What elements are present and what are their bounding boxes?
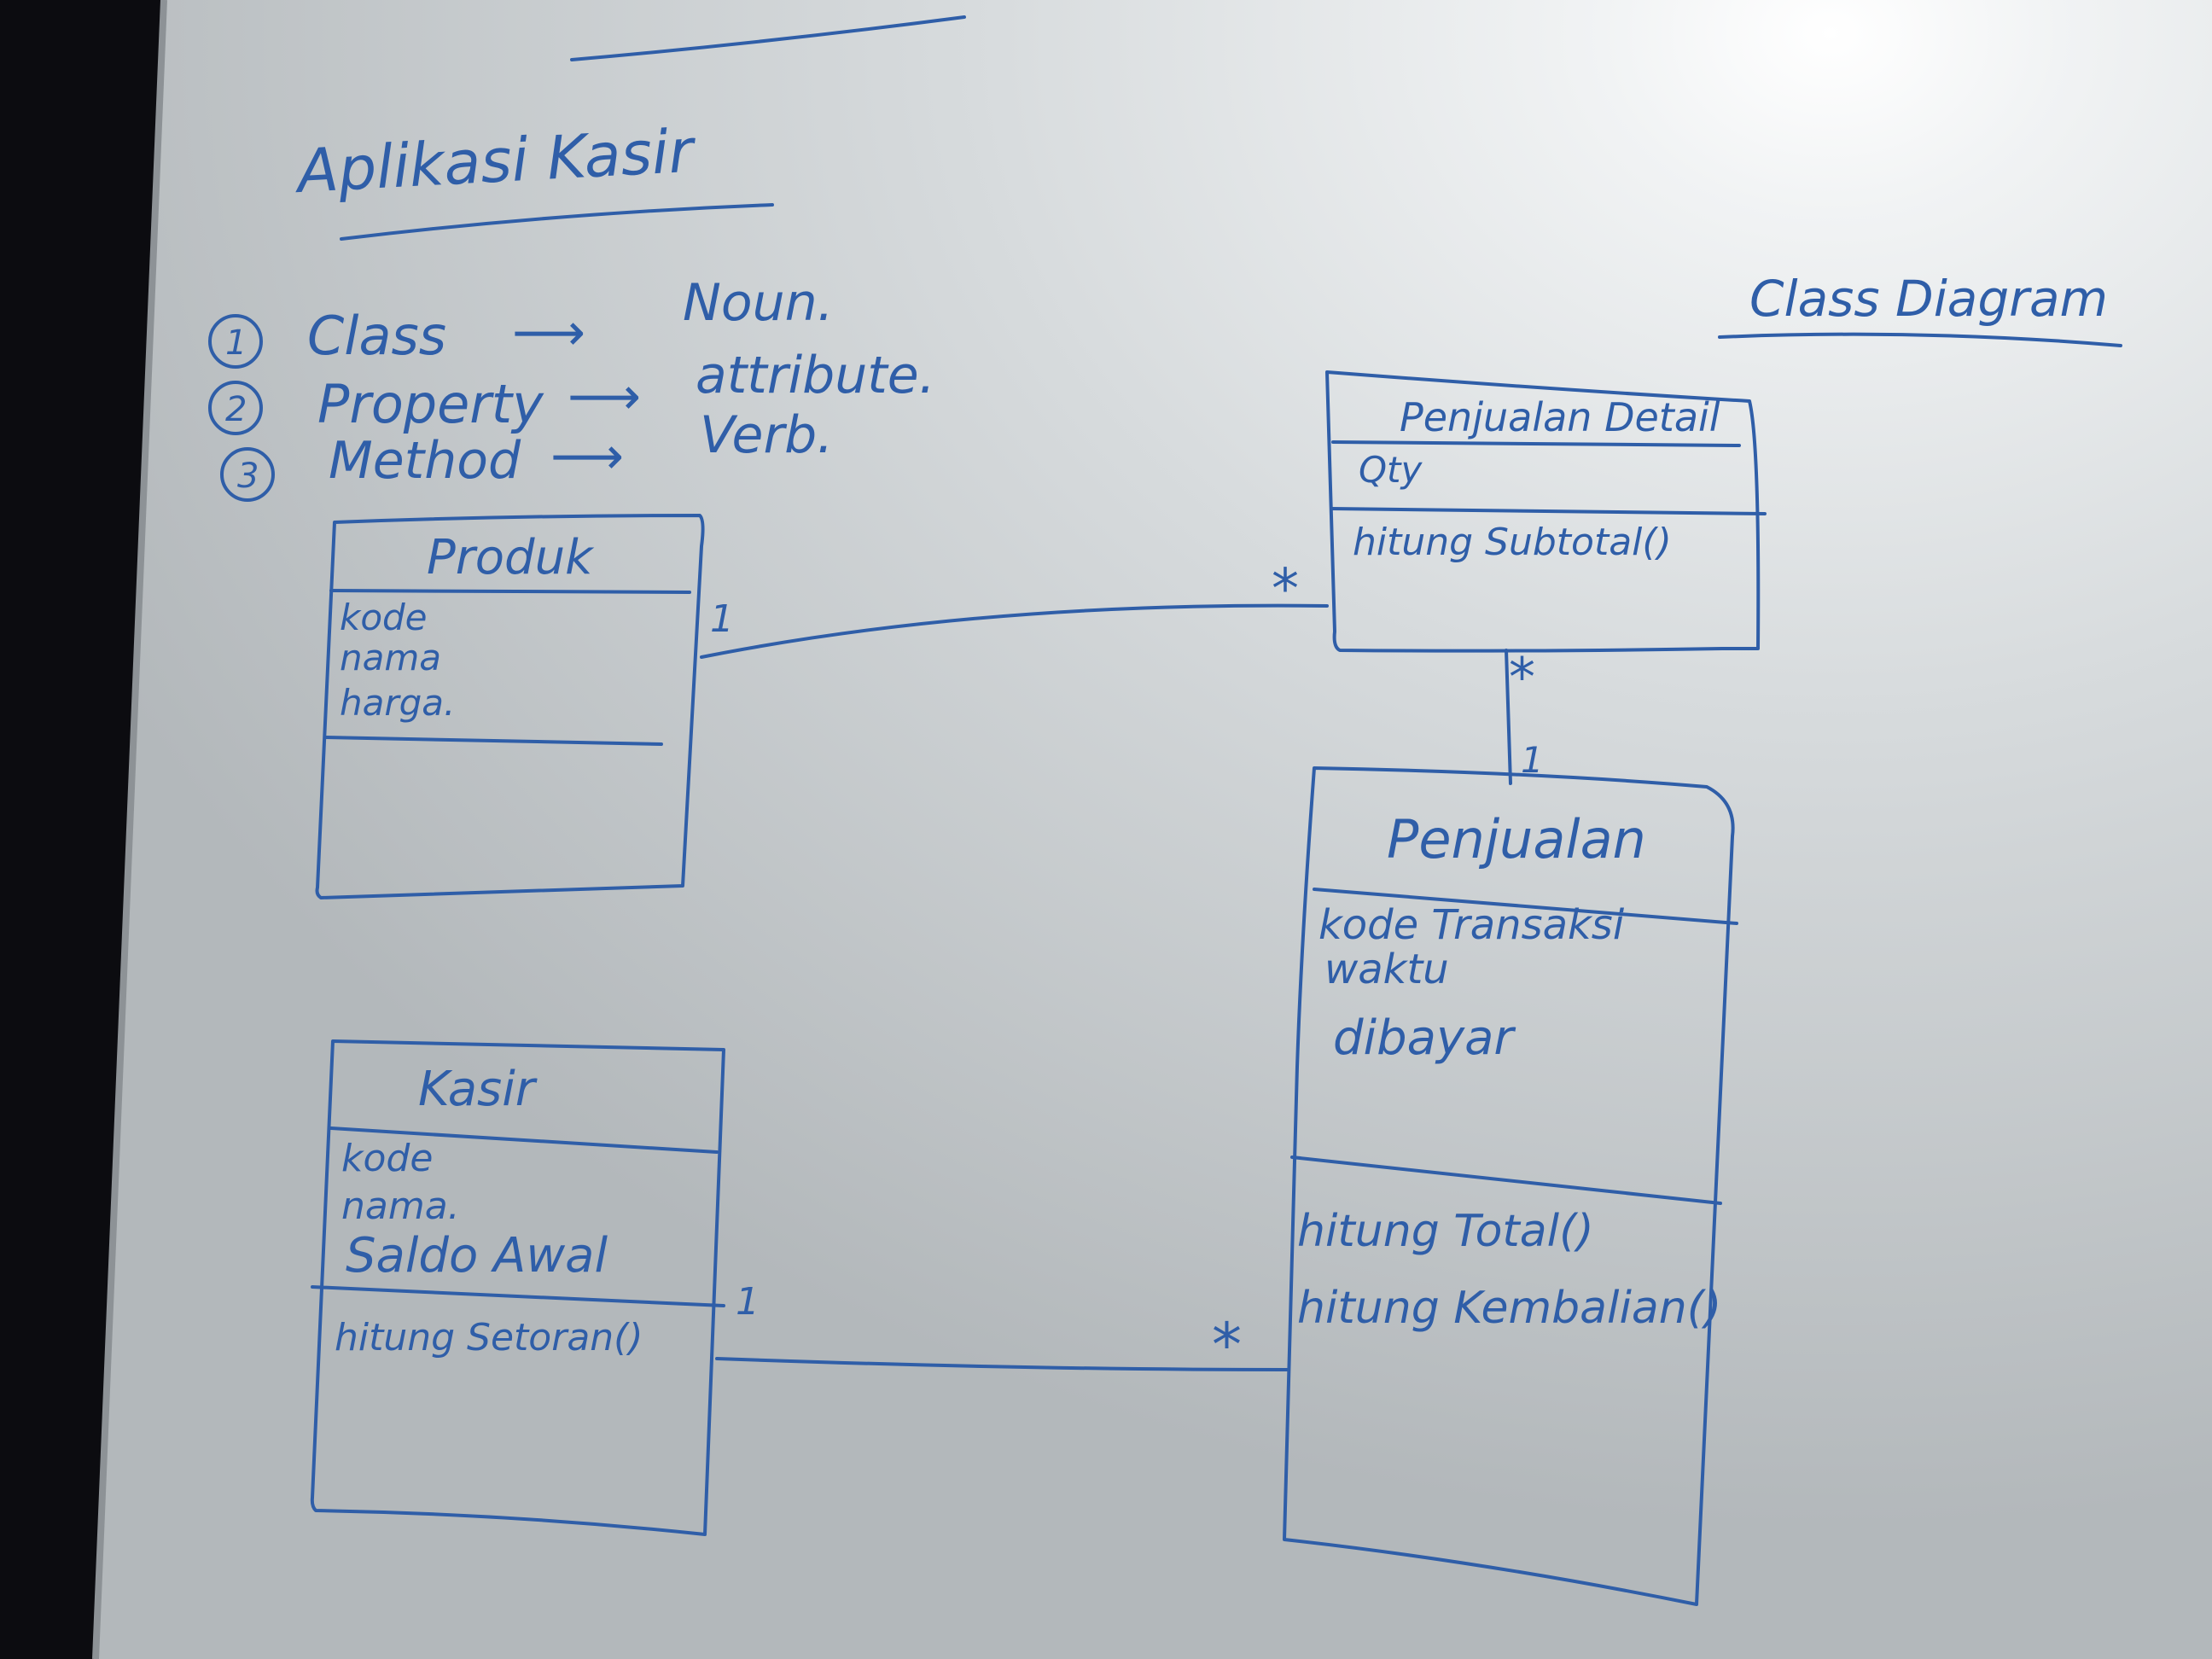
class-attribute: Saldo Awal: [346, 1228, 608, 1284]
legend-arrow: ⟶: [512, 303, 585, 363]
class-method: hitung Setoran(): [335, 1316, 643, 1359]
multiplicity-label: 1: [710, 597, 734, 641]
class-box: [315, 514, 705, 899]
class-box: [1283, 766, 1735, 1606]
legend-number: 2: [225, 390, 247, 429]
class-divider: [324, 736, 663, 746]
class-name: Penjualan Detail: [1400, 394, 1720, 440]
association-line: [700, 603, 1329, 659]
legend-meaning: Noun.: [683, 273, 834, 333]
whiteboard-surface: [94, 0, 2212, 1659]
class-kasir: Kasir kode nama. Saldo Awal hitung Setor…: [310, 1039, 725, 1536]
class-method: hitung Total(): [1297, 1206, 1594, 1257]
class-box: [310, 1039, 725, 1536]
legend-number-circle: [208, 381, 263, 435]
legend-arrow: ⟶: [568, 367, 641, 427]
board-frame-edge: [92, 0, 167, 1659]
class-attribute: harga.: [340, 682, 455, 724]
legend-number: 3: [237, 457, 259, 496]
multiplicity-label: *: [1212, 1310, 1242, 1380]
class-name: Produk: [427, 530, 595, 585]
legend-number-circle: [208, 314, 263, 369]
diagram-heading-underline: [1718, 332, 2122, 347]
legend-term: Method: [329, 431, 521, 491]
class-attribute: Qty: [1359, 449, 1423, 491]
legend-item-property: 2 Property ⟶ attribute.: [208, 346, 935, 435]
class-attribute: waktu: [1324, 946, 1449, 993]
multiplicity-label: 1: [1521, 739, 1544, 781]
legend-term: Property: [317, 373, 544, 435]
class-divider: [329, 1126, 719, 1154]
legend: 1 Class ⟶ Noun. 2 Property ⟶ attribute. …: [208, 273, 935, 502]
class-divider: [1331, 440, 1741, 447]
class-name: Kasir: [418, 1062, 538, 1117]
app-title-underline: [340, 203, 774, 241]
class-divider: [1313, 888, 1738, 925]
class-method: hitung Kembalian(): [1297, 1283, 1721, 1334]
class-attribute: nama.: [341, 1185, 460, 1228]
association-kasir-penjualan: 1 *: [715, 1280, 1289, 1380]
leftover-stroke: [570, 15, 966, 61]
association-line: [715, 1357, 1289, 1371]
class-divider: [1330, 507, 1767, 515]
legend-term: Class: [307, 305, 446, 367]
class-penjualan: Penjualan kode Transaksi waktu dibayar h…: [1283, 766, 1738, 1606]
class-name: Penjualan: [1387, 808, 1646, 870]
class-box: [1325, 370, 1761, 653]
legend-item-class: 1 Class ⟶ Noun.: [208, 273, 834, 369]
multiplicity-label: *: [1509, 646, 1535, 708]
legend-meaning: attribute.: [696, 346, 935, 405]
multiplicity-label: *: [1272, 558, 1299, 621]
class-penjualan-detail: Penjualan Detail Qty hitung Subtotal(): [1325, 370, 1767, 653]
class-attribute: dibayar: [1333, 1010, 1516, 1066]
class-divider: [311, 1285, 725, 1307]
class-attribute: kode: [340, 597, 428, 638]
multiplicity-label: 1: [736, 1280, 760, 1324]
class-attribute: kode: [341, 1137, 433, 1180]
class-divider: [1290, 1155, 1722, 1205]
class-method: hitung Subtotal(): [1353, 521, 1672, 564]
association-penjualan-detail-penjualan: * 1: [1505, 646, 1544, 785]
legend-number-circle: [220, 447, 275, 502]
legend-arrow: ⟶: [550, 427, 624, 486]
diagram-heading: Class Diagram: [1749, 270, 2108, 328]
class-attribute: nama: [340, 637, 441, 678]
association-line: [1505, 649, 1512, 785]
legend-item-method: 3 Method ⟶ Verb.: [220, 405, 833, 502]
class-attribute: kode Transaksi: [1318, 901, 1625, 949]
legend-meaning: Verb.: [700, 405, 833, 465]
class-divider: [329, 589, 691, 594]
legend-number: 1: [225, 323, 247, 363]
association-produk-penjualan-detail: 1 *: [700, 558, 1329, 659]
class-produk: Produk kode nama harga.: [315, 514, 705, 899]
